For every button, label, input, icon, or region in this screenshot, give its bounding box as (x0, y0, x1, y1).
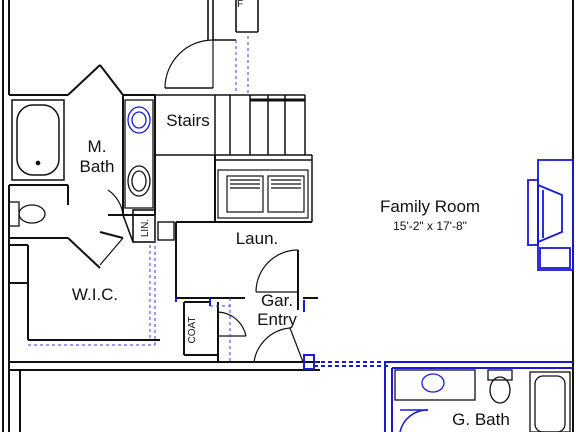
linen-label: LIN. (140, 219, 151, 237)
vanity-sinks (124, 99, 154, 209)
bathtub (11, 99, 65, 181)
laundry-walls (175, 155, 312, 310)
guest-bath-fixtures (394, 369, 571, 432)
m-bath-label-line1: M. (88, 137, 107, 156)
top-entry-area (164, 0, 259, 89)
door-swing-guest-bath (399, 409, 429, 432)
linen-closet (122, 209, 156, 243)
toilet (8, 201, 46, 227)
laundry-label: Laun. (236, 229, 279, 248)
dashed-guides-top (235, 36, 249, 94)
fridge-mark: F (237, 0, 243, 10)
master-bath-lower (9, 231, 124, 269)
mechanical-chase (157, 221, 175, 241)
family-room-dimensions: 15'-2" x 17'-8" (393, 219, 467, 233)
washer-dryer (217, 169, 309, 219)
stairs (155, 94, 313, 222)
door-swing-wic (107, 189, 124, 216)
door-swing-coat (217, 311, 247, 337)
wic-label: W.I.C. (72, 285, 118, 304)
fireplace (527, 159, 574, 271)
garage-dashed (210, 298, 231, 362)
family-room-label: Family Room (380, 197, 480, 216)
m-bath-label-line2: Bath (80, 157, 115, 176)
wic-shelf-dashed (28, 240, 156, 346)
door-swing-laundry (255, 249, 299, 293)
wic-walls (8, 244, 160, 341)
garage-entry-label-line1: Gar. (261, 291, 293, 310)
garage-entry-label-line2: Entry (257, 310, 297, 329)
blue-wall-segments (175, 298, 390, 370)
coat-label: COAT (187, 316, 198, 343)
guest-bath-walls (384, 361, 573, 432)
master-bath-walls (9, 64, 156, 216)
stairs-label: Stairs (166, 111, 209, 130)
door-swing-garage (253, 327, 291, 363)
guest-bath-label: G. Bath (452, 410, 510, 429)
